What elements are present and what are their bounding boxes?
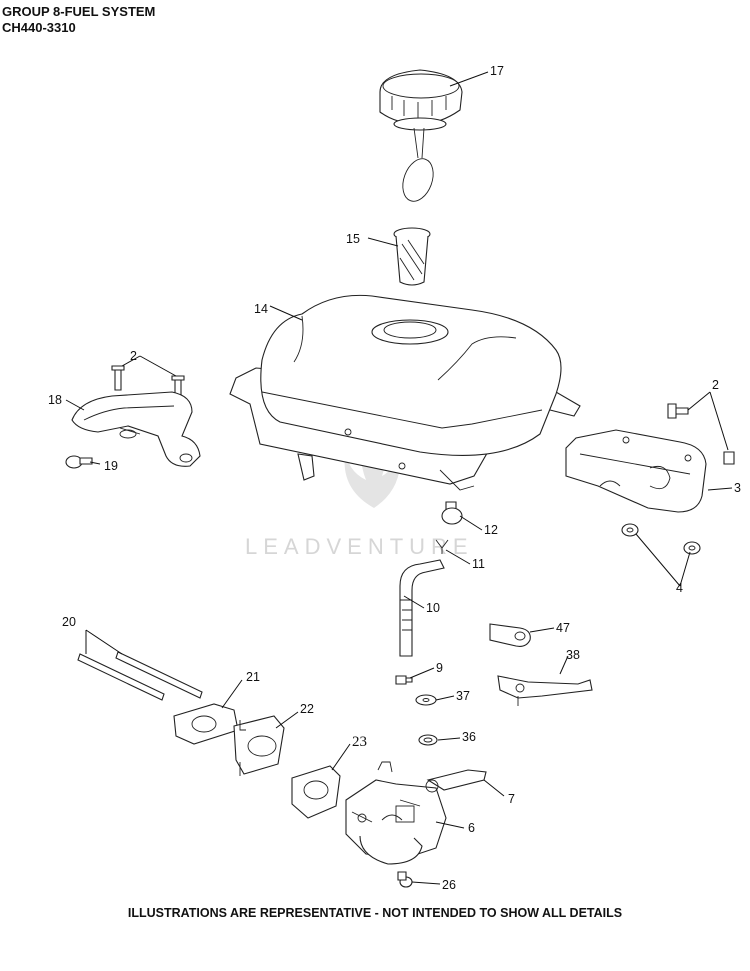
washer-part[interactable] <box>621 523 701 555</box>
fuel-tank-part[interactable] <box>229 294 581 491</box>
carburetor-gasket-part[interactable] <box>291 765 341 819</box>
callout-37[interactable]: 37 <box>456 689 470 703</box>
callout-26[interactable]: 26 <box>442 878 456 892</box>
stud-part[interactable] <box>77 651 203 701</box>
callout-36[interactable]: 36 <box>462 730 476 744</box>
fuel-valve-part[interactable] <box>441 501 463 525</box>
hose-clamp-part[interactable] <box>435 539 449 554</box>
fuel-strainer-part[interactable] <box>393 227 431 286</box>
throttle-lever-part[interactable] <box>425 769 487 793</box>
flange-bolt-part[interactable] <box>65 455 93 469</box>
callout-11[interactable]: 11 <box>472 557 485 571</box>
callout-17[interactable]: 17 <box>490 64 504 78</box>
carburetor-insulator-part[interactable] <box>233 715 285 776</box>
callout-22[interactable]: 22 <box>300 702 314 716</box>
choke-lever-part[interactable] <box>497 675 593 706</box>
screw-part[interactable] <box>395 675 413 685</box>
callout-2-left[interactable]: 2 <box>130 349 137 363</box>
cable-clip-part[interactable] <box>489 623 531 647</box>
callout-14[interactable]: 14 <box>254 302 268 316</box>
callout-19[interactable]: 19 <box>104 459 118 473</box>
callout-21[interactable]: 21 <box>246 670 260 684</box>
callout-20[interactable]: 20 <box>62 615 76 629</box>
watermark-text: LEADVENTURE <box>245 534 474 559</box>
callout-3[interactable]: 3 <box>734 481 741 495</box>
tank-bracket-right-part[interactable] <box>565 429 707 513</box>
callout-7[interactable]: 7 <box>508 792 515 806</box>
tank-bracket-left-part[interactable] <box>71 391 201 467</box>
callout-47[interactable]: 47 <box>556 621 570 635</box>
disclaimer-note: ILLUSTRATIONS ARE REPRESENTATIVE - NOT I… <box>127 906 623 920</box>
callout-labels: 17 15 14 2 18 19 2 3 4 12 11 10 20 21 22… <box>48 64 741 892</box>
sealing-washer-part[interactable] <box>415 694 437 706</box>
callout-4[interactable]: 4 <box>676 581 683 595</box>
fuel-line-part[interactable] <box>399 559 445 657</box>
callout-15[interactable]: 15 <box>346 232 360 246</box>
fuel-cap-part[interactable] <box>379 69 463 205</box>
callout-23[interactable]: 23 <box>352 734 367 750</box>
model-number: CH440-3310 <box>2 20 76 35</box>
bolt-part-right[interactable] <box>667 403 735 465</box>
callout-6[interactable]: 6 <box>468 821 475 835</box>
callout-2-right[interactable]: 2 <box>712 378 719 392</box>
bowl-gasket-part[interactable] <box>418 734 438 746</box>
drain-screw-part[interactable] <box>397 871 413 888</box>
callout-12[interactable]: 12 <box>484 523 498 537</box>
callout-9[interactable]: 9 <box>436 661 443 675</box>
page-title: GROUP 8-FUEL SYSTEM <box>2 4 156 19</box>
leader-lines <box>65 71 733 885</box>
callout-38[interactable]: 38 <box>566 648 580 662</box>
carburetor-part[interactable] <box>345 761 447 865</box>
callout-10[interactable]: 10 <box>426 601 440 615</box>
callout-18[interactable]: 18 <box>48 393 62 407</box>
intake-gasket-part[interactable] <box>173 703 239 745</box>
